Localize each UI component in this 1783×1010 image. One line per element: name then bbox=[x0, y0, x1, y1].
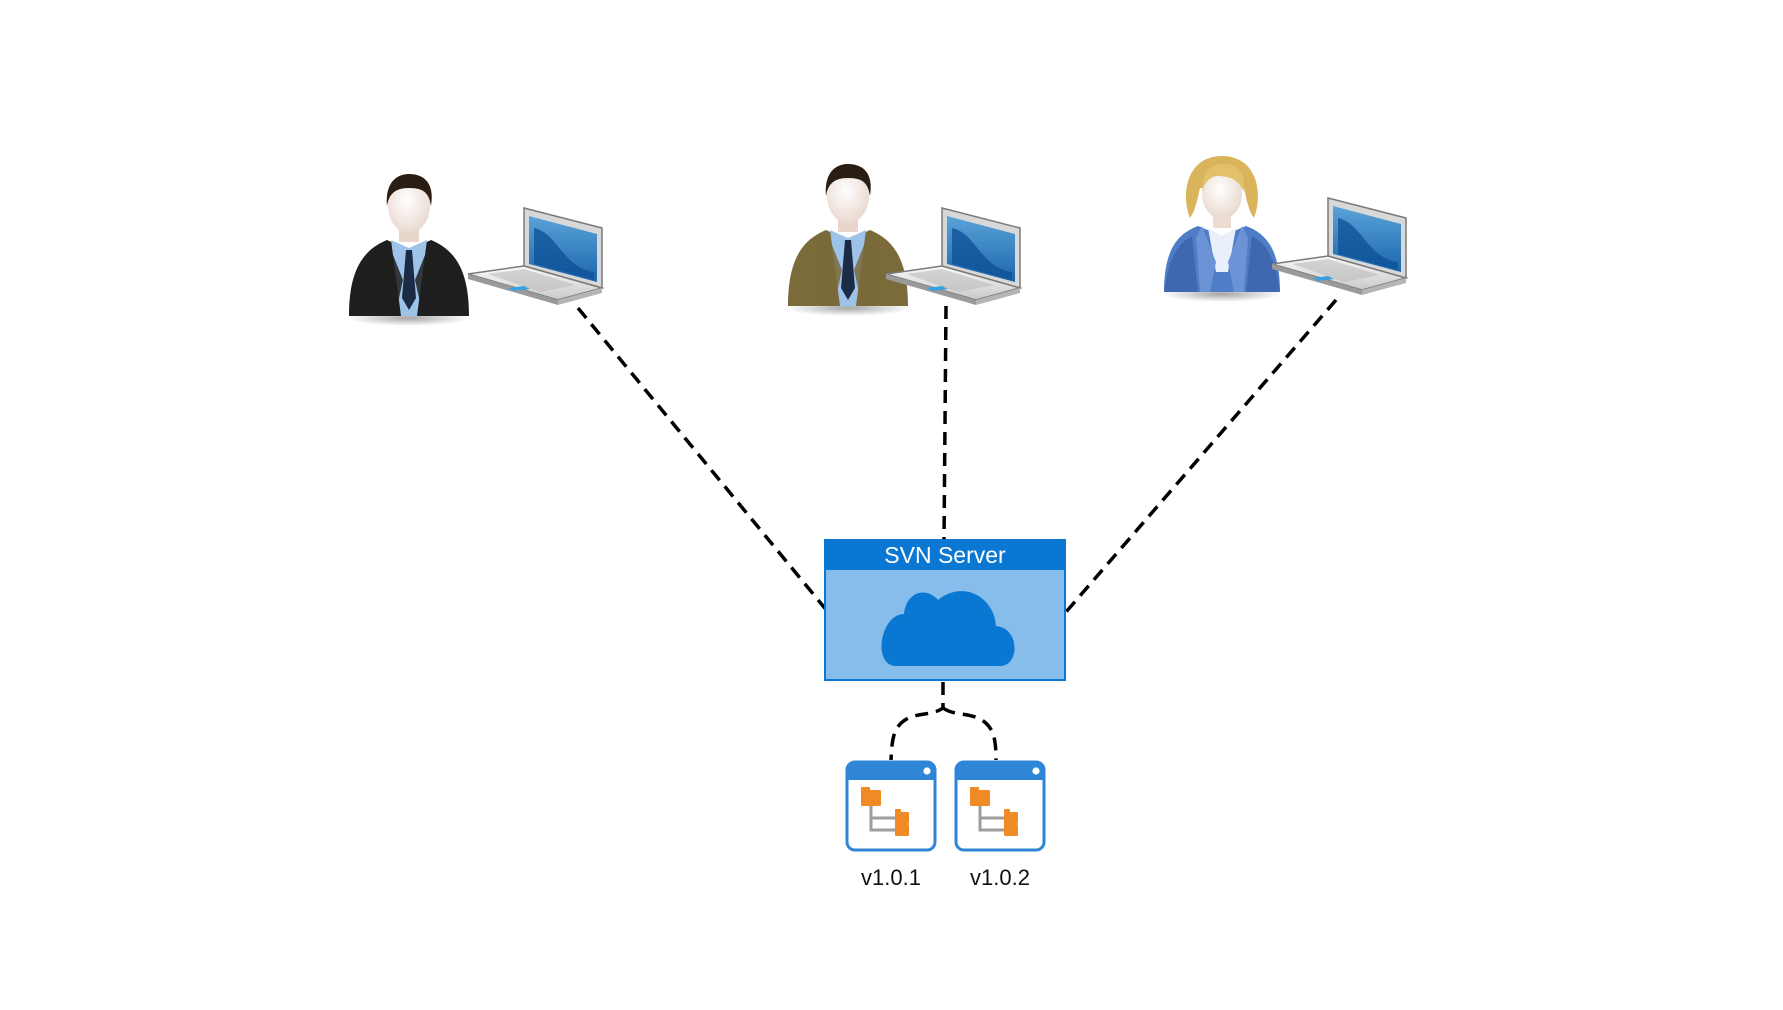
user-3 bbox=[1162, 156, 1407, 302]
connector-user-2-to-server bbox=[942, 305, 948, 541]
businessman-icon bbox=[347, 174, 471, 326]
version-label: v1.0.1 bbox=[861, 865, 921, 890]
connector-user-1-to-server bbox=[576, 306, 830, 614]
folder-tree-icon bbox=[954, 760, 1046, 852]
server-title: SVN Server bbox=[884, 542, 1006, 568]
version-label: v1.0.2 bbox=[970, 865, 1030, 890]
connector-lines bbox=[576, 298, 1338, 761]
businessman-icon bbox=[786, 164, 910, 316]
connector-user-3-to-server bbox=[1064, 298, 1338, 614]
laptop-icon bbox=[467, 207, 603, 306]
user-1 bbox=[347, 174, 603, 326]
businesswoman-icon bbox=[1162, 156, 1282, 302]
user-2 bbox=[786, 164, 1021, 316]
connector-server-to-v1-0-2 bbox=[941, 706, 998, 761]
connector-server-to-v1-0-1 bbox=[889, 682, 945, 761]
svn-server-node: SVN Server bbox=[824, 539, 1066, 681]
server-header bbox=[825, 540, 1065, 570]
folder-tree-icon bbox=[845, 760, 937, 852]
version-v1-0-1: v1.0.1 bbox=[845, 760, 937, 890]
version-v1-0-2: v1.0.2 bbox=[954, 760, 1046, 890]
laptop-icon bbox=[1271, 197, 1407, 296]
cloud-icon bbox=[881, 591, 1015, 666]
